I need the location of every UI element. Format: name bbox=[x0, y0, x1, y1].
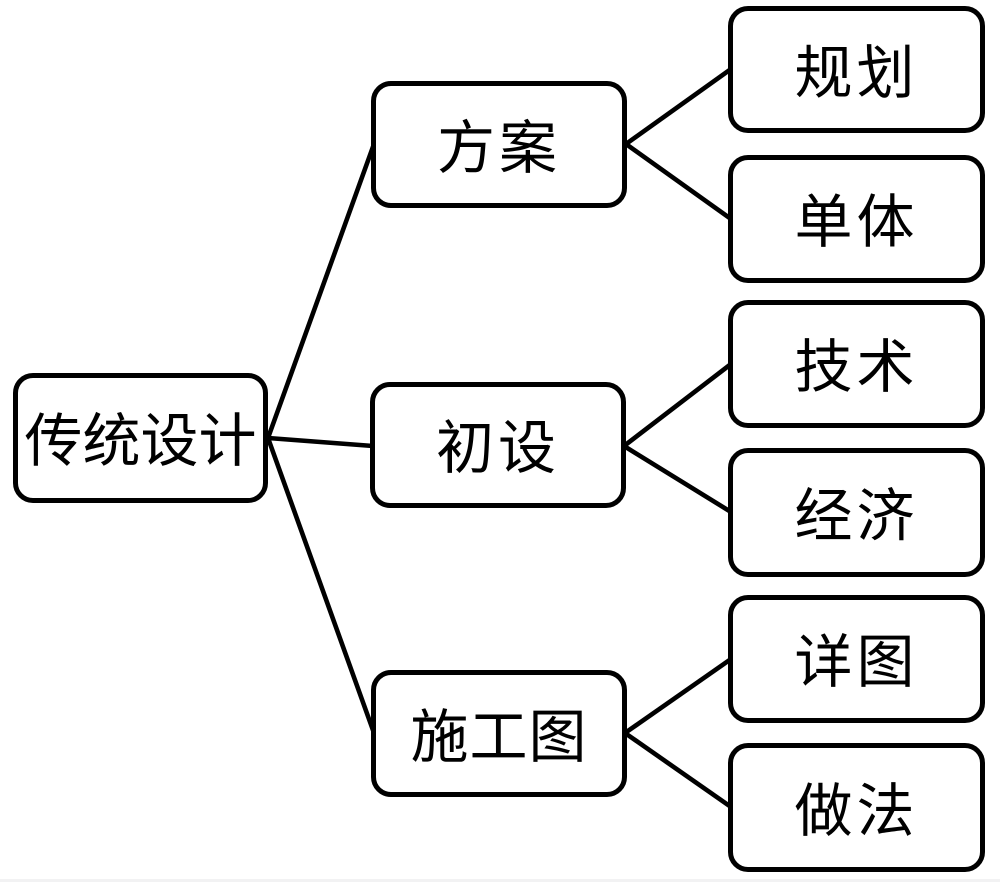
connector-preliminary-to-economic bbox=[621, 443, 734, 515]
node-label: 做法 bbox=[794, 776, 919, 845]
connector-scheme-to-planning bbox=[623, 66, 734, 147]
connector-construction-to-method bbox=[622, 730, 734, 810]
node-label: 方案 bbox=[436, 113, 561, 182]
node-label: 传统设计 bbox=[24, 407, 257, 475]
node-planning: 规划 bbox=[728, 6, 985, 133]
connector-construction-to-detail bbox=[622, 656, 734, 736]
connector-root-to-preliminary bbox=[265, 435, 376, 449]
node-preliminary-design: 初设 bbox=[370, 382, 626, 508]
node-label: 技术 bbox=[794, 333, 919, 401]
connector-root-to-construction bbox=[265, 435, 377, 736]
node-economic: 经济 bbox=[728, 448, 985, 577]
node-label: 经济 bbox=[794, 481, 919, 550]
bottom-edge-rule bbox=[0, 879, 1000, 882]
node-label: 规划 bbox=[794, 38, 919, 107]
node-construction-drawing: 施工图 bbox=[371, 670, 627, 797]
connector-root-to-scheme bbox=[265, 141, 377, 441]
node-label: 初设 bbox=[435, 414, 560, 482]
node-detail-drawing: 详图 bbox=[728, 595, 985, 723]
node-root-traditional-design: 传统设计 bbox=[13, 373, 268, 503]
node-scheme: 方案 bbox=[371, 81, 627, 208]
node-construction-method: 做法 bbox=[728, 743, 985, 872]
connector-scheme-to-single bbox=[623, 141, 734, 222]
node-technical: 技术 bbox=[728, 300, 985, 428]
node-label: 单体 bbox=[794, 188, 919, 256]
connector-preliminary-to-technical bbox=[621, 361, 734, 449]
node-label: 详图 bbox=[794, 628, 919, 696]
node-label: 施工图 bbox=[410, 702, 588, 771]
node-single-building: 单体 bbox=[728, 155, 985, 283]
